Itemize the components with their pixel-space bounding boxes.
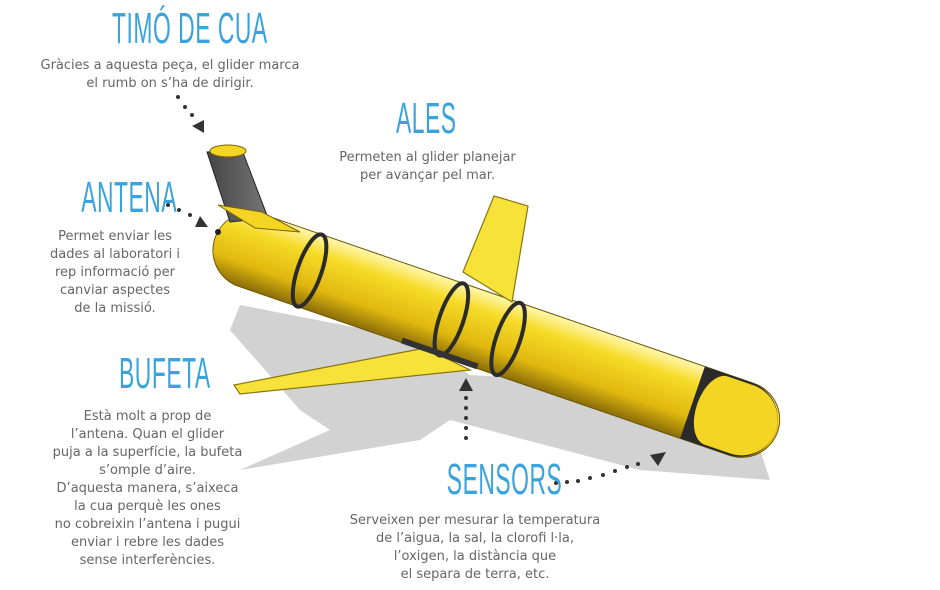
antenna-title: ANTENA	[81, 173, 178, 222]
sensors-title: SENSORS	[446, 455, 563, 504]
sensors-description: Serveixen per mesurar la temperatura de …	[349, 513, 601, 582]
wings-description: Permeten al glider planejar per avançar …	[339, 150, 516, 183]
tail-description: Gràcies a aquesta peça, el glider marca …	[40, 58, 300, 91]
arrow-wing	[459, 378, 473, 440]
arrow-tail	[176, 95, 204, 133]
tail-title: TIMÓ DE CUA	[112, 4, 268, 53]
left-wing	[233, 347, 473, 395]
arrow-antenna	[166, 203, 208, 227]
right-wing	[462, 195, 529, 303]
bladder-title: BUFETA	[119, 349, 211, 398]
wings-title: ALES	[396, 94, 457, 143]
bladder-description: Està molt a prop de l’antena. Quan el gl…	[52, 409, 243, 568]
glider-shadow	[230, 305, 770, 480]
tail-rudder	[206, 144, 301, 235]
antenna-description: Permet enviar les dades al laboratori i …	[50, 229, 180, 316]
arrow-sensors	[554, 452, 666, 485]
